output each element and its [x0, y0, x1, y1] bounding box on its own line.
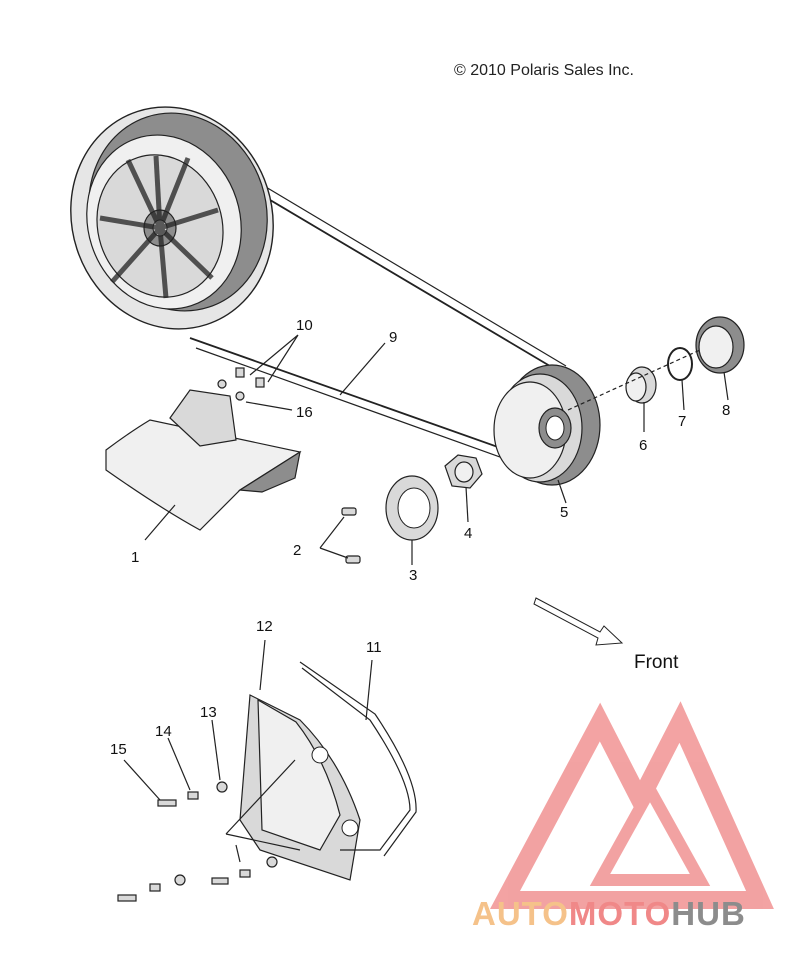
rear-wheel-pulley [70, 106, 274, 330]
front-pulley [493, 364, 601, 486]
watermark-text-auto: AUTO [472, 895, 569, 932]
callout-14: 14 [155, 723, 172, 740]
callout-2: 2 [293, 542, 302, 559]
callout-1: 1 [131, 549, 140, 566]
callout-6: 6 [639, 437, 648, 454]
callout-8: 8 [722, 402, 731, 419]
callout-3: 3 [409, 567, 418, 584]
seal-6 [625, 366, 657, 404]
callout-7: 7 [678, 413, 687, 430]
watermark-text-hub: HUB [671, 895, 746, 932]
callout-12: 12 [256, 618, 273, 635]
bearing-8 [695, 316, 745, 374]
callout-15: 15 [110, 741, 127, 758]
callout-16: 16 [296, 404, 313, 421]
gasket-11 [299, 661, 417, 857]
callout-10: 10 [296, 317, 313, 334]
nut-4 [444, 454, 483, 489]
copyright-text: © 2010 Polaris Sales Inc. [454, 62, 634, 79]
leader-lines [123, 334, 729, 863]
lock-plate-3 [385, 475, 439, 541]
callout-5: 5 [560, 504, 569, 521]
callout-11: 11 [366, 639, 382, 656]
callout-9: 9 [389, 329, 398, 346]
front-direction-arrow [533, 597, 624, 646]
callout-13: 13 [200, 704, 217, 721]
fasteners-13-15 [117, 781, 278, 902]
belt-guard-1 [105, 367, 302, 531]
front-direction-label: Front [634, 652, 679, 673]
watermark-text: AUTOMOTOHUB [472, 895, 746, 933]
bolt-2 [341, 507, 361, 564]
watermark-logo [489, 701, 774, 909]
watermark-text-moto: MOTO [568, 895, 672, 932]
callout-4: 4 [464, 525, 473, 542]
ring-7 [667, 347, 693, 381]
cover-12 [239, 694, 361, 881]
